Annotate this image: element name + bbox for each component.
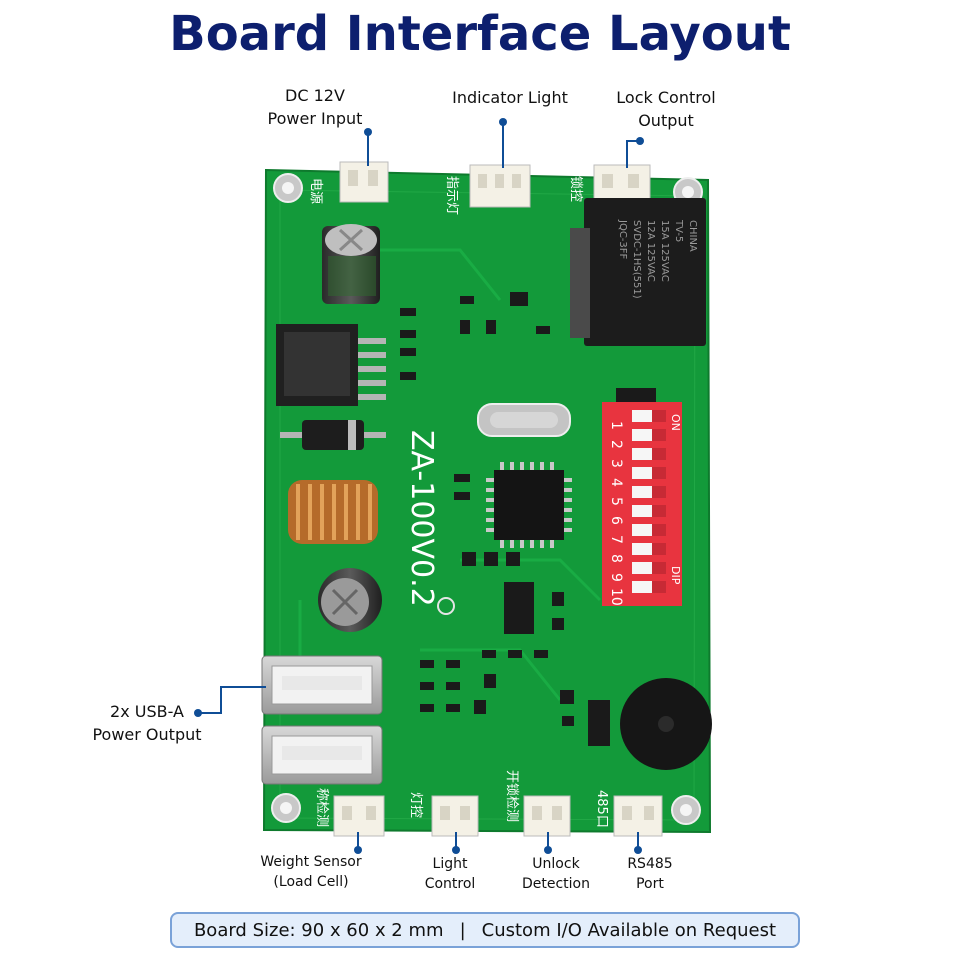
capacitor-bottom: [318, 568, 382, 632]
svg-text:指示灯: 指示灯: [444, 176, 459, 215]
svg-text:7: 7: [608, 535, 624, 544]
weight-callout-dot: [354, 846, 362, 854]
rs485-callout-dot: [634, 846, 642, 854]
label-indicator-light: Indicator Light: [452, 88, 568, 107]
crystal: [477, 403, 571, 437]
svg-text:灯控: 灯控: [408, 792, 423, 818]
connector-dc: [339, 161, 389, 203]
capacitor-top: [322, 224, 380, 304]
unlock-callout-dot: [544, 846, 552, 854]
usb-port-bottom: [261, 725, 383, 785]
model-label: ZA-100V0.2: [404, 430, 439, 607]
lock-callout-line: [626, 140, 628, 168]
unlock-callout-line: [547, 832, 549, 848]
inductor: [288, 480, 378, 544]
svg-text:ON: ON: [669, 414, 682, 431]
svg-text:3: 3: [608, 459, 624, 468]
svg-text:开锁检测: 开锁检测: [504, 770, 520, 822]
svg-text:10: 10: [608, 588, 624, 606]
board-size-text: Board Size: 90 x 60 x 2 mm: [193, 919, 444, 941]
svg-text:电源: 电源: [308, 178, 323, 204]
relay: JQC-3FF SVDC-1HS(551) 12A 125VAC 15A 125…: [570, 198, 706, 346]
svg-text:12A 125VAC: 12A 125VAC: [645, 220, 656, 282]
rs485-callout-line: [637, 832, 639, 848]
mounting-holes: [271, 173, 703, 825]
lock-callout-dot: [636, 137, 644, 145]
svg-text:TV-5: TV-5: [673, 219, 684, 242]
indicator-callout-line: [502, 122, 504, 168]
usb-port-top: [261, 655, 383, 715]
indicator-callout-dot: [499, 118, 507, 126]
custom-io-text: Custom I/O Available on Request: [481, 919, 777, 941]
svg-text:CHINA: CHINA: [687, 220, 698, 252]
svg-text:DIP: DIP: [669, 566, 682, 585]
buzzer: [620, 678, 712, 770]
weight-callout-line: [357, 832, 359, 848]
dc-callout-dot: [364, 128, 372, 136]
light-callout-dot: [452, 846, 460, 854]
banner-separator: |: [459, 919, 466, 941]
regulator: [276, 324, 386, 406]
svg-text:1: 1: [608, 421, 624, 430]
svg-text:15A 125VAC: 15A 125VAC: [659, 220, 670, 282]
mcu-chip: [486, 462, 572, 548]
dc-callout-line: [367, 132, 369, 166]
svg-text:9: 9: [608, 573, 624, 582]
connector-unlock: [523, 795, 571, 837]
svg-text:6: 6: [608, 516, 624, 525]
svg-text:2: 2: [608, 440, 624, 449]
connector-weight: [333, 795, 385, 837]
svg-text:5: 5: [608, 497, 624, 506]
svg-text:485口: 485口: [594, 790, 609, 828]
diode: [280, 420, 386, 450]
label-weight-sensor: Weight Sensor(Load Cell): [260, 854, 362, 890]
connector-light: [431, 795, 479, 837]
usb-callout-dot: [194, 709, 202, 717]
connector-rs485: [613, 795, 663, 837]
svg-text:称检测: 称检测: [314, 788, 329, 827]
connector-indicator: [469, 164, 531, 208]
svg-text:4: 4: [608, 478, 624, 487]
board-info-banner: Board Size: 90 x 60 x 2 mm | Custom I/O …: [170, 912, 800, 948]
light-callout-line: [455, 832, 457, 848]
svg-text:SVDC-1HS(551): SVDC-1HS(551): [631, 220, 642, 299]
dip-switch: 1 2 3 4 5 6 7 8 9 10 ON DIP: [602, 402, 682, 606]
page-title: Board Interface Layout: [169, 6, 791, 62]
svg-text:锁控: 锁控: [568, 176, 584, 202]
svg-text:8: 8: [608, 554, 624, 563]
svg-text:JQC-3FF: JQC-3FF: [617, 219, 628, 260]
